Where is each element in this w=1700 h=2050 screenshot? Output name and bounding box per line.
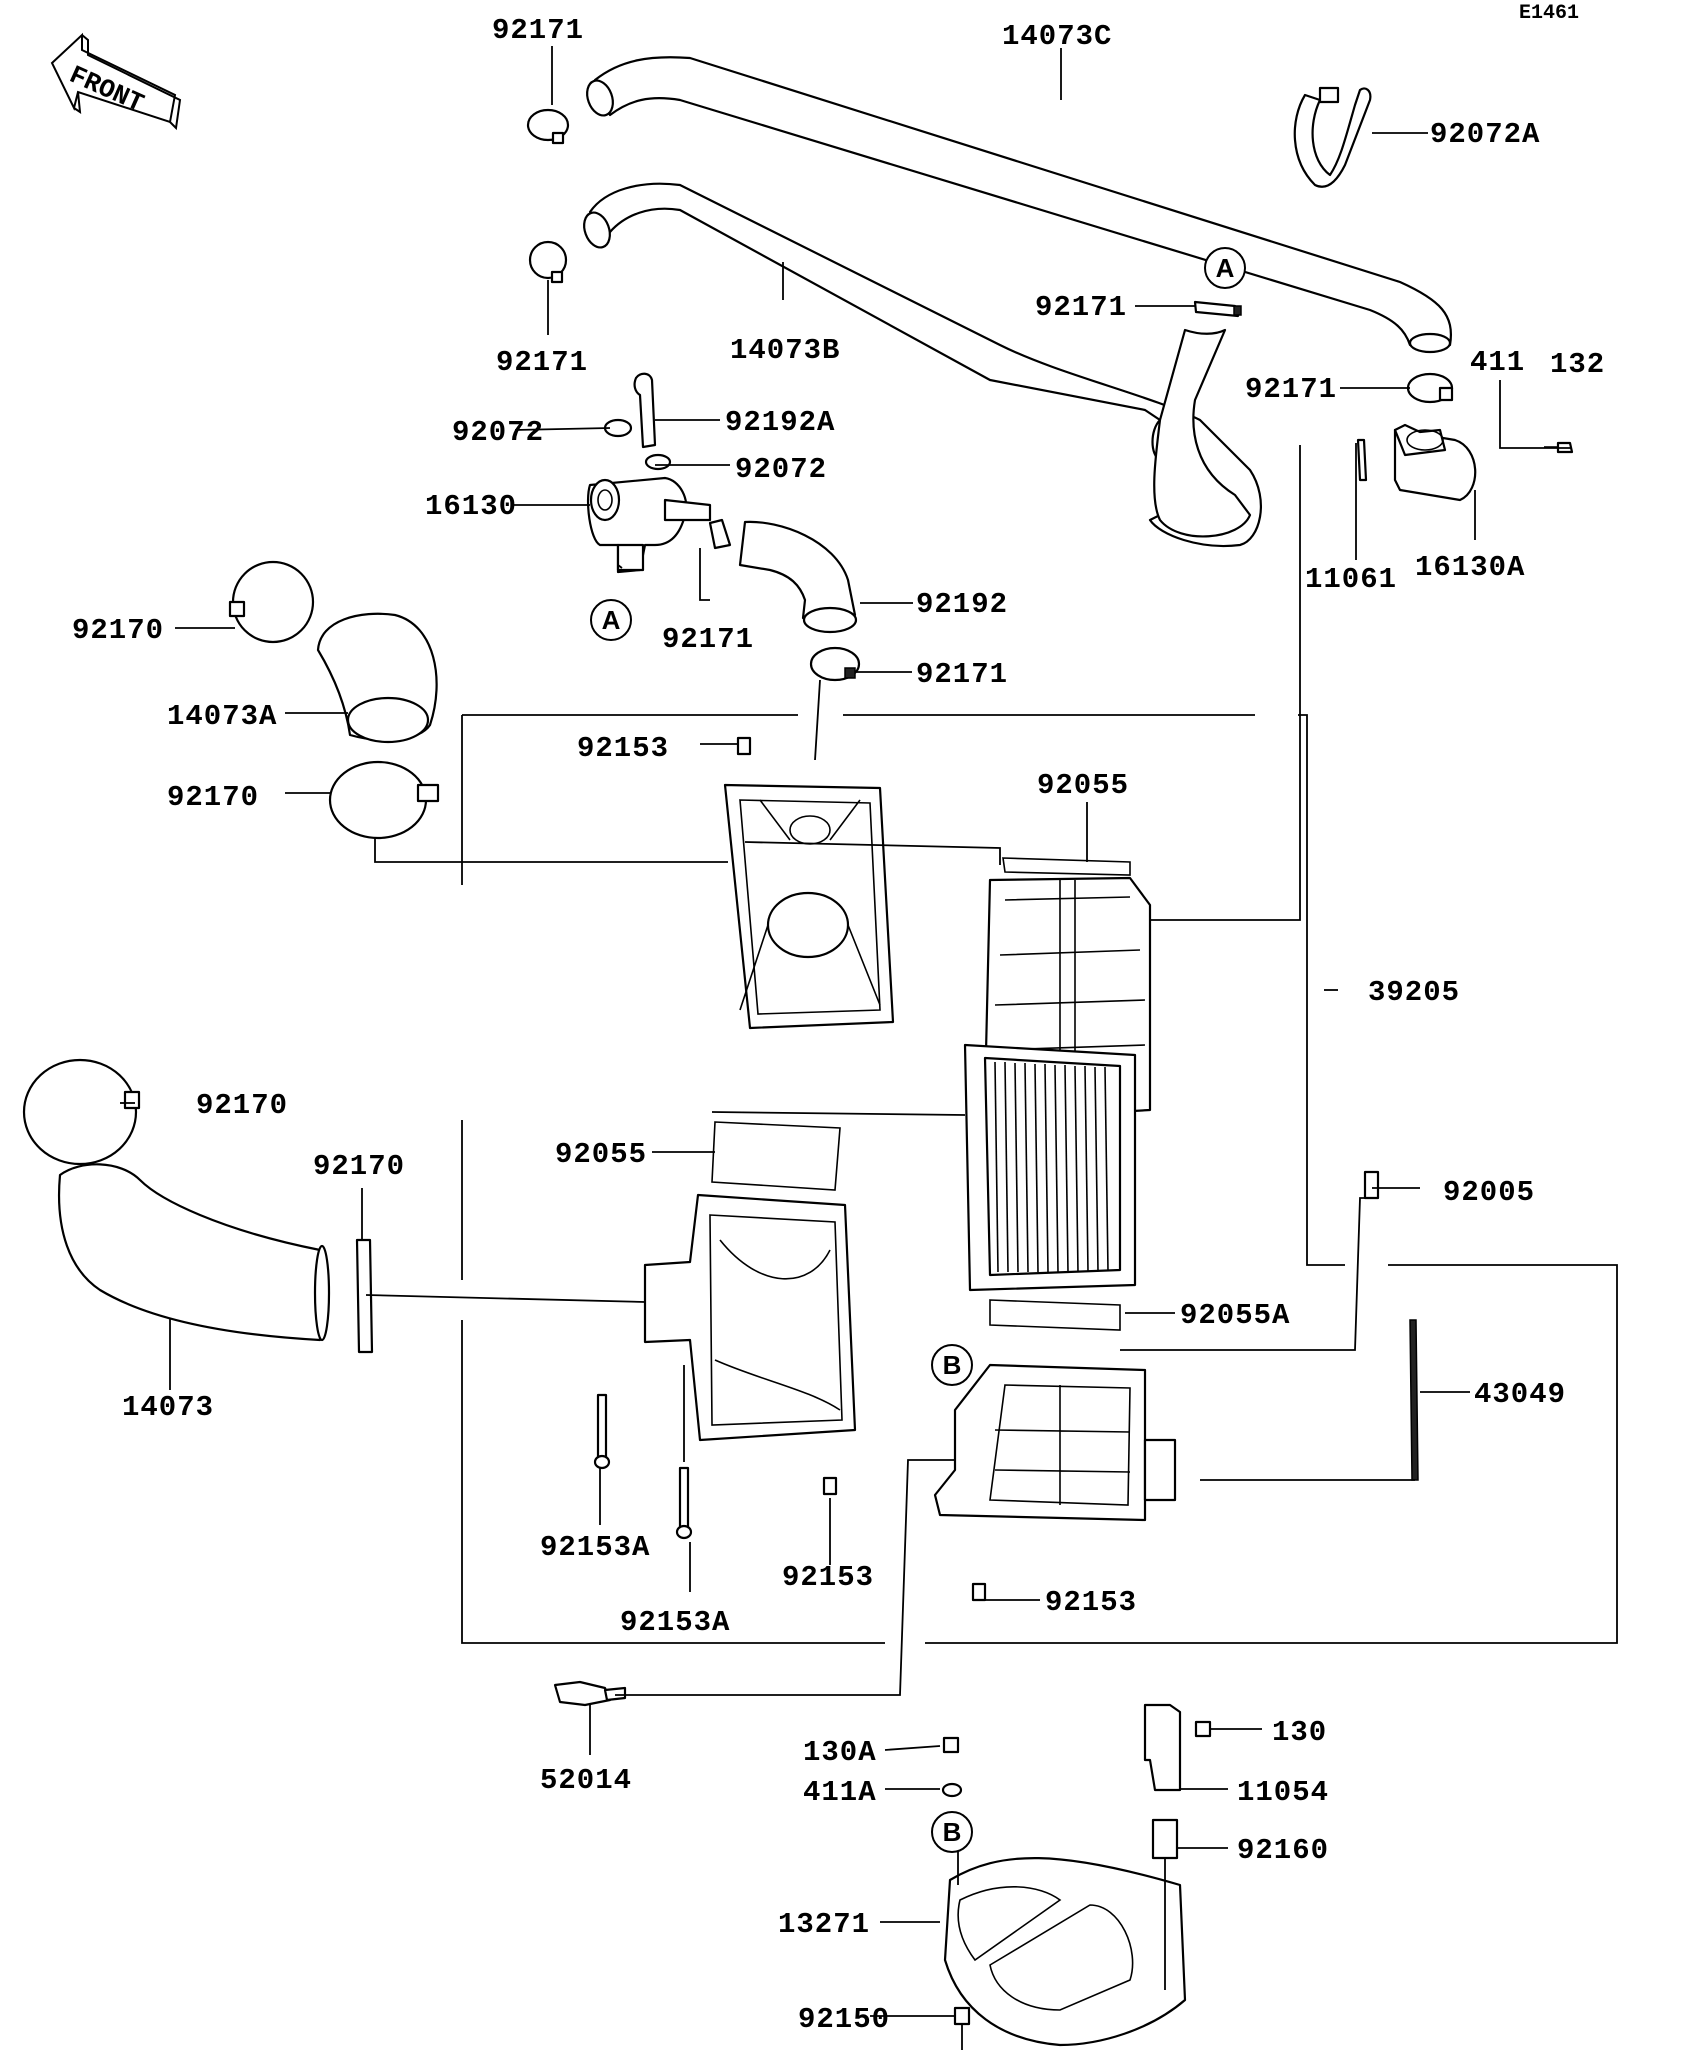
label-92055: 92055 [1037, 769, 1129, 802]
bolt-92153A-1 [593, 1393, 611, 1470]
label-132: 132 [1550, 348, 1605, 381]
clamp-92171-top [526, 108, 570, 145]
washer-411A [941, 1782, 963, 1798]
svg-text:B: B [943, 1350, 962, 1380]
label-92170: 92170 [313, 1150, 405, 1183]
hose-92192 [738, 520, 858, 634]
clamp-92171-a [1193, 300, 1242, 318]
label-14073: 14073 [122, 1391, 214, 1424]
label-130A: 130A [803, 1736, 877, 1769]
gasket-92170 [355, 1238, 374, 1354]
ref-circle-a-top: A [1204, 247, 1246, 289]
gasket-92055-left [711, 1121, 841, 1191]
bolt-92153-right [971, 1582, 987, 1602]
label-52014: 52014 [540, 1764, 632, 1797]
label-14073C: 14073C [1002, 20, 1112, 53]
svg-text:A: A [1216, 253, 1235, 283]
sensor-52014 [553, 1680, 627, 1707]
clamp-92171-right [1406, 372, 1454, 404]
label-130: 130 [1272, 1716, 1327, 1749]
case-lower [933, 1363, 1177, 1522]
label-14073B: 14073B [730, 334, 840, 367]
clamp-92170-upper [228, 560, 315, 644]
fitting-16130A [1393, 423, 1477, 502]
label-92171: 92171 [1245, 373, 1337, 406]
bolt-92153A-2 [675, 1466, 693, 1540]
clamp-92171-valve [708, 518, 732, 550]
label-92192: 92192 [916, 588, 1008, 621]
label-11061: 11061 [1305, 563, 1397, 596]
clamp-92171-lower [809, 646, 861, 682]
part-labels: 92171 14073C 92072A 92171 14073B 92171 9… [72, 14, 1605, 2036]
label-16130A: 16130A [1415, 551, 1525, 584]
clamp-92170-lower [328, 760, 440, 840]
frame-lines [461, 714, 1618, 1644]
label-16130: 16130 [425, 490, 517, 523]
elbow-14073A [316, 612, 438, 744]
cover-upper [723, 783, 895, 1030]
rod-43049 [1409, 1319, 1419, 1481]
label-411A: 411A [803, 1776, 877, 1809]
label-43049: 43049 [1474, 1378, 1566, 1411]
ref-circle-b-bottom: B [931, 1811, 973, 1853]
clamp-92170-left [22, 1058, 141, 1166]
intercooler-core [963, 1043, 1137, 1292]
plate-13271 [943, 1857, 1187, 2047]
diagram-id: E1461 [1519, 2, 1579, 25]
label-92055: 92055 [555, 1138, 647, 1171]
ref-circle-b-top: B [931, 1344, 973, 1386]
label-92192A: 92192A [725, 406, 835, 439]
leader-lines [120, 46, 1572, 2050]
label-92170: 92170 [167, 781, 259, 814]
rubber-92160 [1151, 1818, 1179, 1860]
label-92153A: 92153A [620, 1606, 730, 1639]
label-39205: 39205 [1368, 976, 1460, 1009]
label-92150: 92150 [798, 2003, 890, 2036]
ref-circle-a-bottom: A [590, 599, 632, 641]
label-92153A: 92153A [540, 1531, 650, 1564]
label-92171: 92171 [916, 658, 1008, 691]
label-92072: 92072 [452, 416, 544, 449]
label-13271: 13271 [778, 1908, 870, 1941]
bolt-130 [1194, 1720, 1212, 1738]
label-92153: 92153 [577, 732, 669, 765]
gasket-92055A [989, 1299, 1121, 1331]
label-92171: 92171 [662, 623, 754, 656]
gasket-92055-upper [1002, 857, 1131, 876]
label-92171: 92171 [496, 346, 588, 379]
label-92170: 92170 [196, 1089, 288, 1122]
label-11054: 11054 [1237, 1776, 1329, 1809]
bolt-92153-top [736, 736, 752, 756]
hose-92192A [603, 372, 672, 471]
elbow-14073 [58, 1163, 331, 1342]
bolt-92153-mid [822, 1476, 838, 1496]
front-arrow-icon: FRONT [50, 32, 182, 131]
hose-short-upper [1153, 328, 1252, 538]
tie-92072A [1293, 86, 1372, 188]
label-14073A: 14073A [167, 700, 277, 733]
label-92005: 92005 [1443, 1176, 1535, 1209]
plug-92005 [1363, 1170, 1380, 1200]
label-92171: 92171 [1035, 291, 1127, 324]
svg-text:B: B [943, 1817, 962, 1847]
label-92153: 92153 [1045, 1586, 1137, 1619]
clamp-92171-mid [528, 240, 568, 284]
label-92160: 92160 [1237, 1834, 1329, 1867]
label-411: 411 [1470, 346, 1525, 379]
bracket-11054 [1143, 1703, 1182, 1792]
svg-text:A: A [602, 605, 621, 635]
bolt-130A [942, 1736, 960, 1754]
label-92072: 92072 [735, 453, 827, 486]
label-92171: 92171 [492, 14, 584, 47]
label-92153: 92153 [782, 1561, 874, 1594]
label-92170: 92170 [72, 614, 164, 647]
hose-14073C [586, 56, 1452, 354]
housing-left [643, 1193, 857, 1442]
bolt-92150 [953, 2006, 971, 2026]
valve-16130 [586, 476, 712, 574]
label-92055A: 92055A [1180, 1299, 1290, 1332]
label-92072A: 92072A [1430, 118, 1540, 151]
gasket-11061 [1356, 438, 1368, 482]
